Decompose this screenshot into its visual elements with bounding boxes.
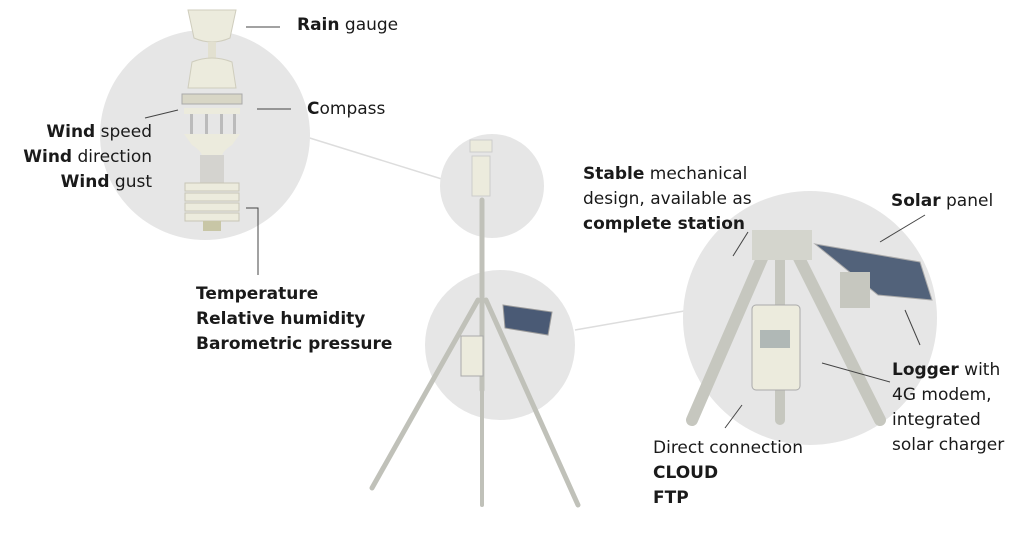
label-wind-gust: Wind gust — [60, 172, 152, 192]
label-temperature: Temperature — [196, 284, 319, 304]
label-wind-speed: Wind speed — [46, 122, 152, 142]
label-pressure: Barometric pressure — [196, 334, 393, 354]
label-thp: Temperature Relative humidity Barometric… — [196, 282, 392, 357]
label-rain-gauge: Rain gauge — [297, 15, 399, 35]
station-top-circle — [440, 134, 544, 238]
label-humidity: Relative humidity — [196, 309, 366, 329]
zoom-connector-top — [299, 134, 446, 181]
label-connection: Direct connection CLOUD FTP — [653, 438, 803, 508]
label-stable-design: Stable mechanical design, available as c… — [583, 164, 752, 234]
label-wind: Wind speed Wind direction Wind gust — [23, 120, 152, 195]
label-logger: Logger with 4G modem, integrated solar c… — [892, 360, 1005, 455]
label-compass: Compass — [307, 99, 386, 119]
tripod-station-image — [369, 139, 581, 508]
zoom-connector-bottom — [574, 309, 691, 331]
callout-lines — [144, 26, 926, 429]
weather-sensor-image — [181, 9, 243, 231]
label-solar-panel: Solar panel — [891, 191, 994, 211]
station-mid-circle — [425, 270, 575, 420]
label-wind-direction: Wind direction — [23, 147, 152, 167]
logger-zoom-image — [686, 230, 933, 426]
